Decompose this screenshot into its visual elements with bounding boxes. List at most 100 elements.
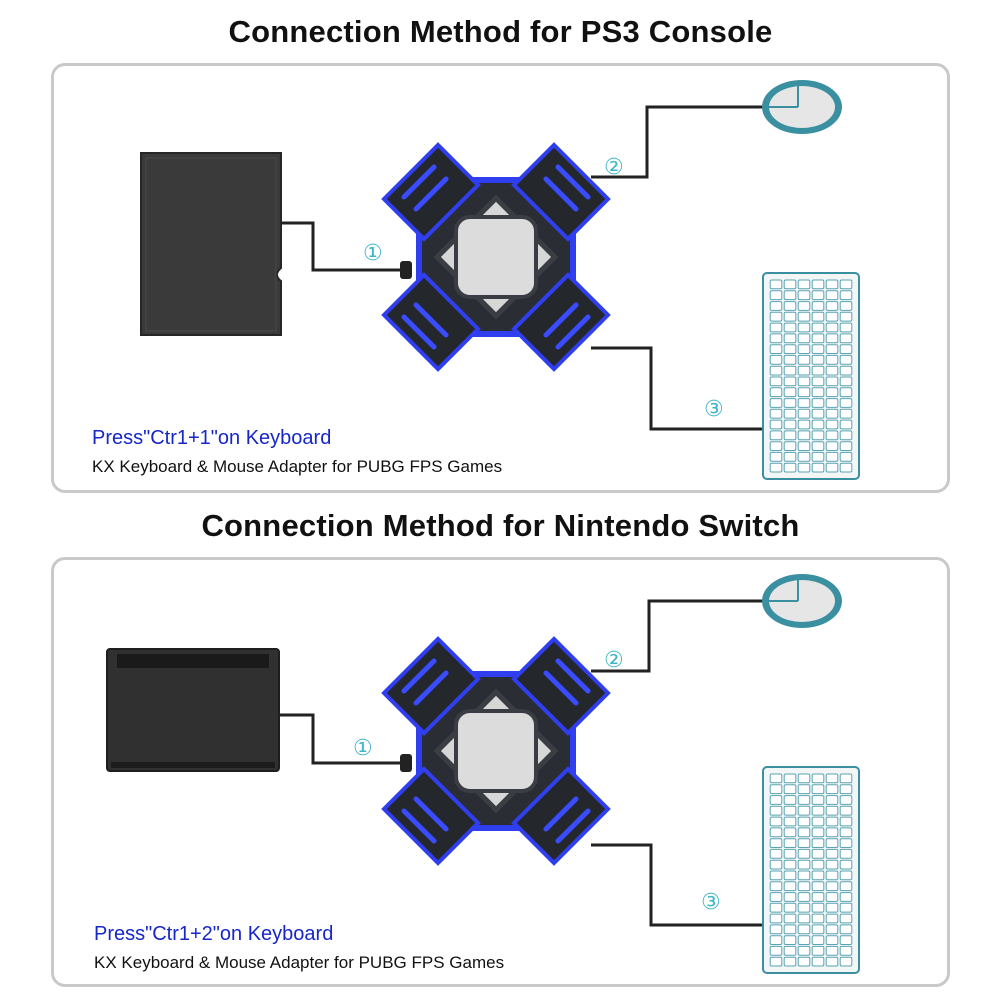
keyboard-key xyxy=(811,398,825,408)
keyboard-key xyxy=(769,859,783,870)
keyboard-key xyxy=(811,924,825,935)
kx-adapter-icon xyxy=(381,142,611,372)
keyboard-key xyxy=(769,902,783,913)
keyboard-key xyxy=(825,892,839,902)
keyboard-key xyxy=(797,784,811,795)
keyboard-key xyxy=(769,956,783,967)
keyboard-key xyxy=(769,881,783,892)
switch-connection-diagram: ① ② ③ xyxy=(106,574,860,974)
keyboard-key xyxy=(825,935,839,946)
keyboard-key xyxy=(797,838,811,849)
keyboard-key xyxy=(811,848,825,859)
keyboard-key xyxy=(825,913,839,924)
keyboard-key xyxy=(839,784,853,795)
keyboard-key xyxy=(769,827,783,838)
keyboard-key xyxy=(769,870,783,881)
section-2-title: Connection Method for Nintendo Switch xyxy=(201,508,800,543)
cable-adapter-mouse xyxy=(591,105,763,179)
keyboard-key xyxy=(783,301,797,311)
keyboard-key xyxy=(811,902,825,913)
keyboard-key xyxy=(783,462,797,473)
keyboard-key xyxy=(783,322,797,333)
keyboard-key xyxy=(769,290,783,301)
keyboard-key xyxy=(769,311,783,322)
keyboard-key xyxy=(839,344,853,355)
keyboard-key xyxy=(797,859,811,870)
keyboard-key xyxy=(811,419,825,430)
keyboard-key xyxy=(797,795,811,805)
keyboard-key xyxy=(783,290,797,301)
keyboard-key xyxy=(825,333,839,344)
keyboard-key xyxy=(825,387,839,398)
keyboard-key xyxy=(811,430,825,441)
keyboard-key xyxy=(769,279,783,290)
keyboard-key xyxy=(811,387,825,398)
keyboard-key xyxy=(811,441,825,452)
keyboard-key xyxy=(769,913,783,924)
keyboard-key xyxy=(811,279,825,290)
keyboard-key xyxy=(797,441,811,452)
keyboard-key xyxy=(797,913,811,924)
cable-adapter-mouse xyxy=(591,599,763,673)
keyboard-key xyxy=(769,408,783,419)
keyboard-key xyxy=(783,430,797,441)
keyboard-key xyxy=(797,956,811,967)
cable-console-adapter xyxy=(279,713,403,765)
keyboard-key xyxy=(811,344,825,355)
keyboard-key xyxy=(811,805,825,816)
keyboard-icon xyxy=(762,272,860,480)
keyboard-key xyxy=(825,430,839,441)
keyboard-key xyxy=(783,311,797,322)
keyboard-key xyxy=(797,870,811,881)
keyboard-key xyxy=(825,290,839,301)
port-label-2: ② xyxy=(604,648,624,673)
keyboard-key xyxy=(825,805,839,816)
keyboard-key xyxy=(839,462,853,473)
ps3-connection-diagram: ① ② ③ xyxy=(140,80,860,480)
keyboard-key xyxy=(783,924,797,935)
keyboard-key xyxy=(825,956,839,967)
keyboard-key xyxy=(839,838,853,849)
keyboard-key xyxy=(825,902,839,913)
keyboard-key xyxy=(811,354,825,365)
keyboard-key xyxy=(811,838,825,849)
keyboard-key xyxy=(839,387,853,398)
keyboard-key xyxy=(797,816,811,827)
keyboard-key xyxy=(839,398,853,408)
keyboard-key xyxy=(811,956,825,967)
keyboard-key xyxy=(783,408,797,419)
keyboard-key xyxy=(769,795,783,805)
section-1-description: KX Keyboard & Mouse Adapter for PUBG FPS… xyxy=(92,457,503,476)
keyboard-key xyxy=(811,827,825,838)
keyboard-key xyxy=(769,354,783,365)
keyboard-key xyxy=(797,387,811,398)
keyboard-key xyxy=(797,935,811,946)
keyboard-key xyxy=(825,945,839,956)
keyboard-key xyxy=(797,892,811,902)
keyboard-key xyxy=(811,408,825,419)
keyboard-key xyxy=(811,892,825,902)
keyboard-key xyxy=(825,848,839,859)
keyboard-key xyxy=(811,913,825,924)
port-label-3: ③ xyxy=(704,397,724,422)
mouse-icon xyxy=(762,574,842,628)
keyboard-key xyxy=(839,311,853,322)
keyboard-key xyxy=(769,451,783,462)
keyboard-key xyxy=(797,333,811,344)
keyboard-key xyxy=(783,848,797,859)
keyboard-key xyxy=(839,301,853,311)
keyboard-key xyxy=(825,784,839,795)
keyboard-key xyxy=(839,419,853,430)
keyboard-key xyxy=(769,419,783,430)
keyboard-key xyxy=(783,956,797,967)
keyboard-key xyxy=(769,322,783,333)
port-label-2: ② xyxy=(604,155,624,180)
keyboard-key xyxy=(825,408,839,419)
keyboard-key xyxy=(825,398,839,408)
keyboard-key xyxy=(825,376,839,387)
keyboard-key xyxy=(839,848,853,859)
keyboard-key xyxy=(797,451,811,462)
keyboard-key xyxy=(839,376,853,387)
keyboard-key xyxy=(783,387,797,398)
keyboard-key xyxy=(783,935,797,946)
